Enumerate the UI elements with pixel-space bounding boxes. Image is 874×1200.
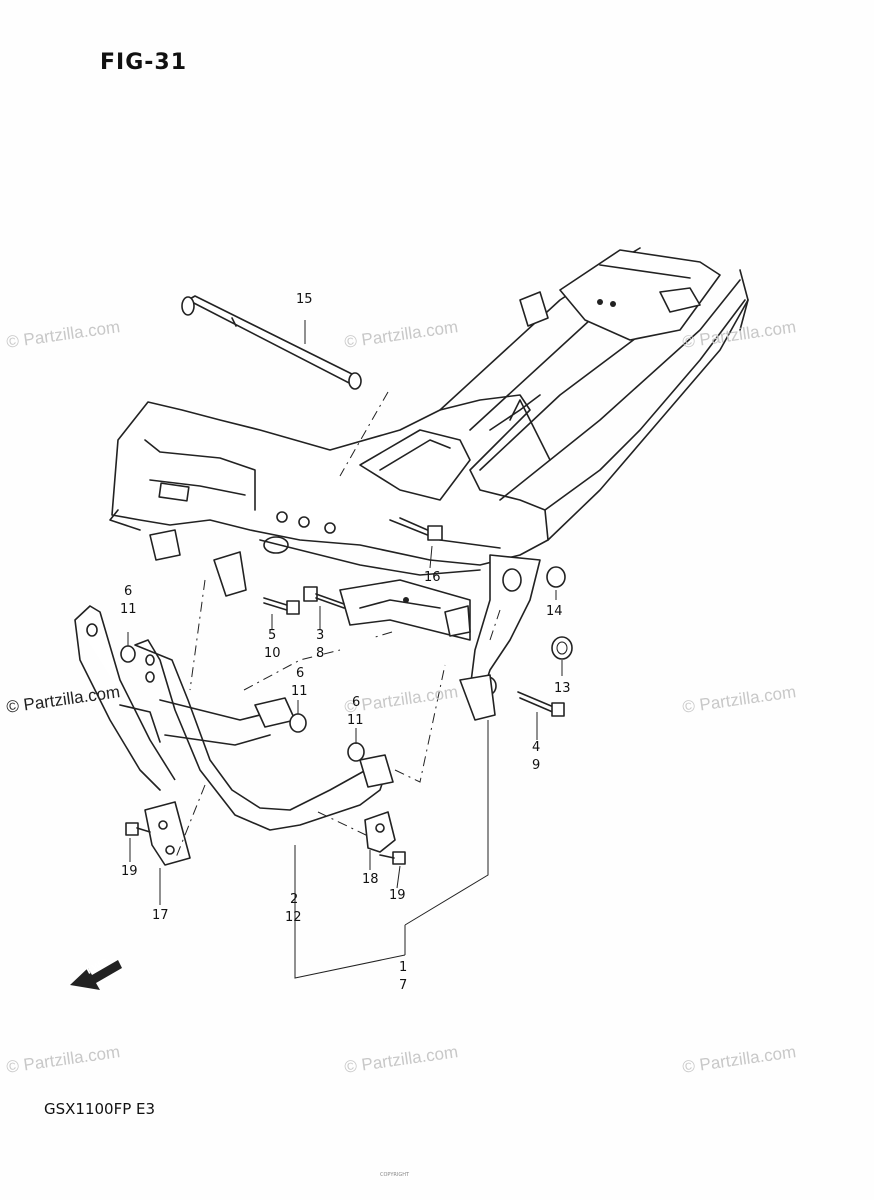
callout-11: 11 — [347, 713, 364, 728]
callout-15: 15 — [296, 292, 313, 307]
callout-19: 19 — [121, 864, 138, 879]
callout-11: 11 — [120, 602, 137, 617]
callout-6: 6 — [124, 584, 133, 599]
callout-18: 18 — [362, 872, 379, 887]
callout-13: 13 — [554, 681, 571, 696]
callout-5: 5 — [268, 628, 277, 643]
callout-4: 4 — [532, 740, 541, 755]
callout-6: 6 — [352, 695, 361, 710]
callout-19: 19 — [389, 888, 406, 903]
callout-12: 12 — [285, 910, 302, 925]
callout-11: 11 — [291, 684, 308, 699]
callout-9: 9 — [532, 758, 541, 773]
part-18-bracket — [364, 811, 396, 853]
part-17-bracket — [144, 801, 191, 866]
part-2-downtube — [74, 605, 394, 831]
callout-14: 14 — [546, 604, 563, 619]
main-frame — [109, 247, 749, 721]
callout-2: 2 — [290, 892, 299, 907]
callout-16: 16 — [424, 570, 441, 585]
figure-title: FIG-31 — [100, 50, 188, 75]
callout-10: 10 — [264, 646, 281, 661]
fwd-arrow — [70, 960, 122, 990]
callout-7: 7 — [399, 978, 408, 993]
part-15-pipe — [181, 295, 362, 390]
footer-note: COPYRIGHT — [380, 1172, 410, 1178]
callout-17: 17 — [152, 908, 169, 923]
callout-1: 1 — [399, 960, 408, 975]
leader-lines — [127, 320, 563, 979]
callout-6: 6 — [296, 666, 305, 681]
model-code-label: GSX1100FP E3 — [44, 1100, 156, 1118]
callout-8: 8 — [316, 646, 325, 661]
callout-3: 3 — [316, 628, 325, 643]
